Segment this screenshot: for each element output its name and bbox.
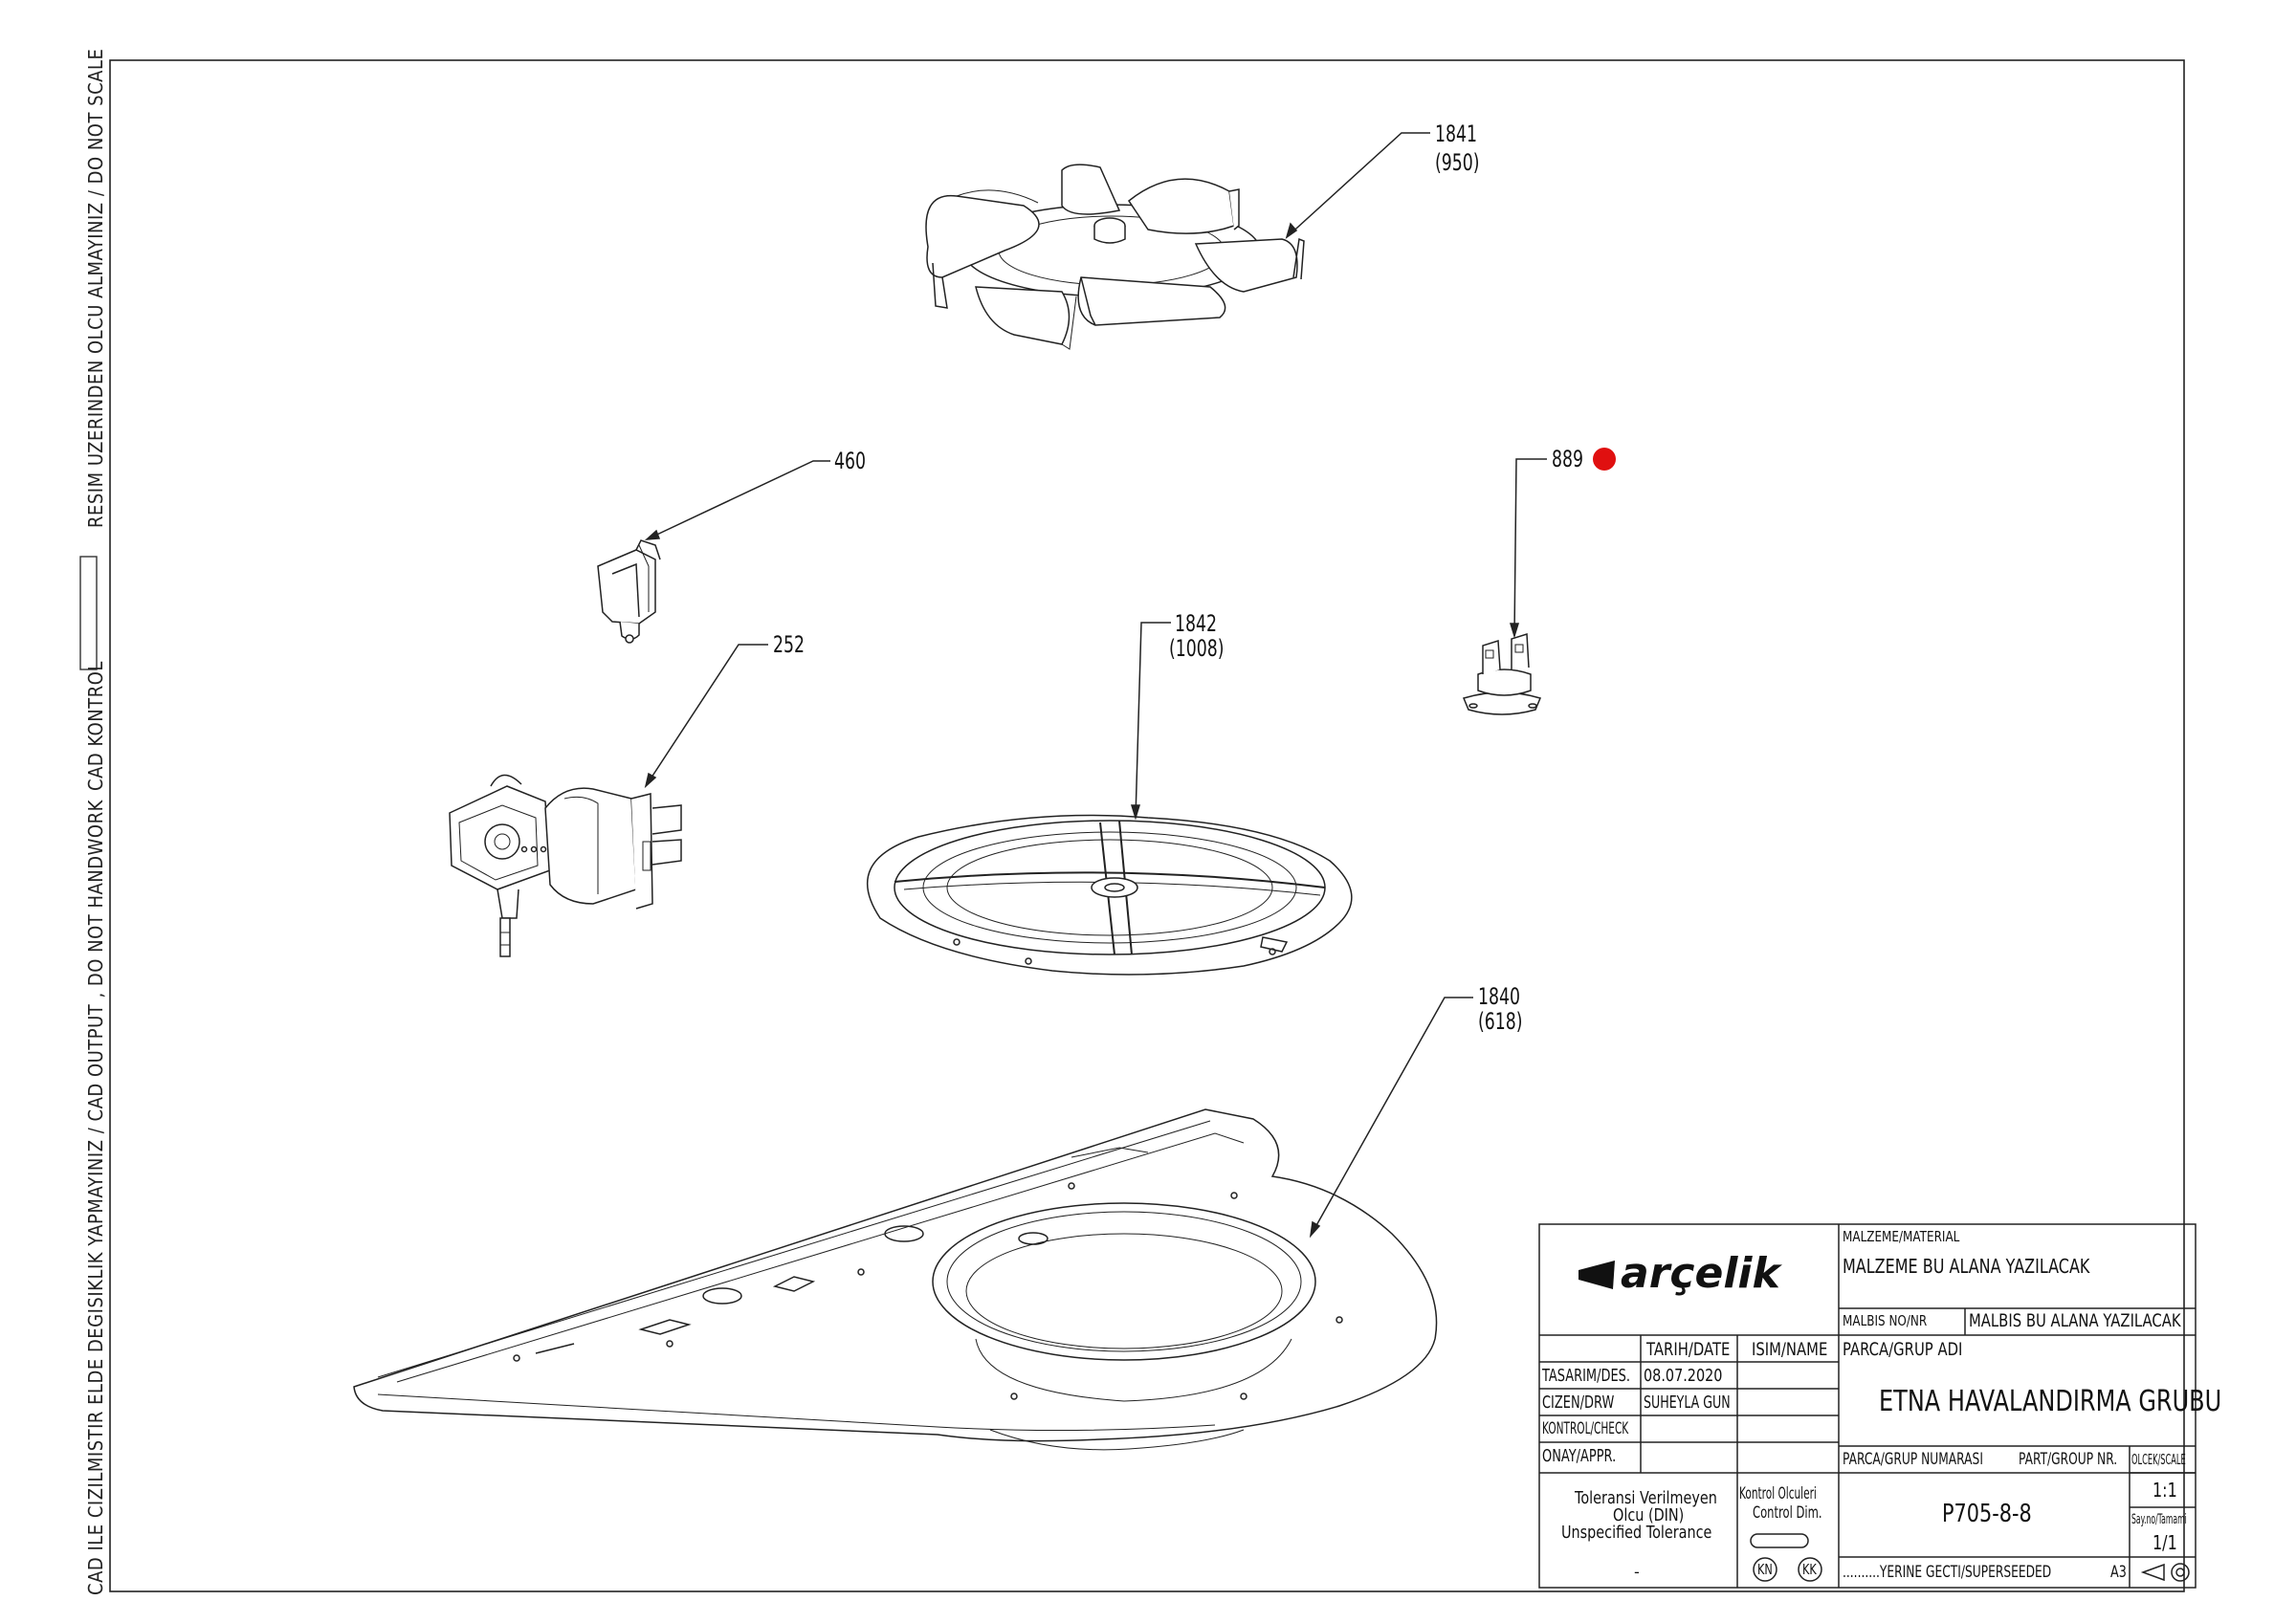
revision-marker-icon	[1593, 448, 1616, 471]
check-row-label: KONTROL/CHECK	[1542, 1419, 1629, 1438]
callout-889: 889	[1552, 446, 1583, 472]
part-number-label-en: PART/GROUP NR.	[2019, 1450, 2118, 1469]
design-row-label: TASARIM/DES.	[1542, 1366, 1631, 1386]
fan-motor-part	[449, 774, 682, 957]
callout-1841: 1841	[1435, 121, 1477, 147]
company-logo: arçelik	[1621, 1249, 1780, 1298]
callout-1840-ref: (618)	[1478, 1008, 1523, 1035]
fan-cover-part	[866, 814, 1353, 976]
control-dim-line2: Control Dim.	[1753, 1503, 1822, 1523]
kk-mark: KK	[1802, 1561, 1817, 1578]
tolerance-line2: Olcu (DIN)	[1613, 1505, 1685, 1525]
part-number-label: PARCA/GRUP NUMARASI	[1843, 1450, 1983, 1469]
fan-housing-part	[353, 1108, 1438, 1451]
do-not-scale-note: RESIM UZERINDEN OLCU ALMAYINIZ / DO NOT …	[84, 48, 107, 528]
callout-1841-ref: (950)	[1435, 149, 1480, 176]
approve-row-label: ONAY/APPR.	[1542, 1446, 1617, 1466]
callout-1842-ref: (1008)	[1169, 635, 1225, 662]
material-value: MALZEME BU ALANA YAZILACAK	[1843, 1255, 2090, 1278]
kn-mark: KN	[1757, 1561, 1773, 1578]
part-name: ETNA HAVALANDIRMA GRUBU	[1879, 1385, 2222, 1418]
drawn-row-label: CIZEN/DRW	[1542, 1393, 1615, 1413]
clip-part	[597, 539, 661, 644]
malbis-value: MALBIS BU ALANA YAZILACAK	[1969, 1310, 2181, 1331]
do-not-handwork-note: CAD ILE CIZILMISTIR ELDE DEGISIKLIK YAPM…	[84, 800, 107, 1595]
part-name-label: PARCA/GRUP ADI	[1843, 1339, 1963, 1360]
cad-control-note: CAD KONTROL	[84, 661, 107, 791]
scale-value: 1:1	[2152, 1479, 2177, 1502]
arcelik-logo-icon	[1578, 1261, 1615, 1289]
thermostat-part	[1462, 632, 1542, 715]
fan-blade-part	[925, 164, 1305, 350]
callout-1840: 1840	[1478, 983, 1520, 1010]
drawing-frame	[109, 59, 2185, 1592]
drawn-name: SUHEYLA GUN	[1644, 1393, 1731, 1413]
design-date: 08.07.2020	[1644, 1366, 1723, 1386]
cad-control-box	[79, 556, 98, 670]
tolerance-line1: Toleransi Verilmeyen	[1575, 1488, 1717, 1508]
malbis-label: MALBIS NO/NR	[1843, 1312, 1928, 1329]
callout-252: 252	[773, 631, 805, 658]
part-number: P705-8-8	[1942, 1500, 2032, 1528]
date-column-header: TARIH/DATE	[1646, 1339, 1731, 1360]
leader-lines	[644, 132, 1547, 1239]
tolerance-line3: Unspecified Tolerance	[1561, 1523, 1712, 1543]
scale-label: OLCEK/SCALE	[2131, 1451, 2186, 1468]
superseded-label: ..........YERINE GECTI/SUPERSEEDED	[1843, 1563, 2052, 1582]
paper-size: A3	[2110, 1563, 2127, 1582]
title-block-grid	[1538, 1223, 2197, 1589]
callout-1842: 1842	[1175, 610, 1217, 637]
sheet-value: 1/1	[2152, 1531, 2177, 1554]
name-column-header: ISIM/NAME	[1752, 1339, 1828, 1360]
tolerance-value: -	[1634, 1563, 1640, 1581]
callout-460: 460	[834, 448, 866, 474]
material-label: MALZEME/MATERIAL	[1843, 1228, 1960, 1245]
control-dim-line1: Kontrol Olculeri	[1739, 1484, 1817, 1503]
sheet-label: Say.no/Tamami	[2131, 1512, 2187, 1527]
